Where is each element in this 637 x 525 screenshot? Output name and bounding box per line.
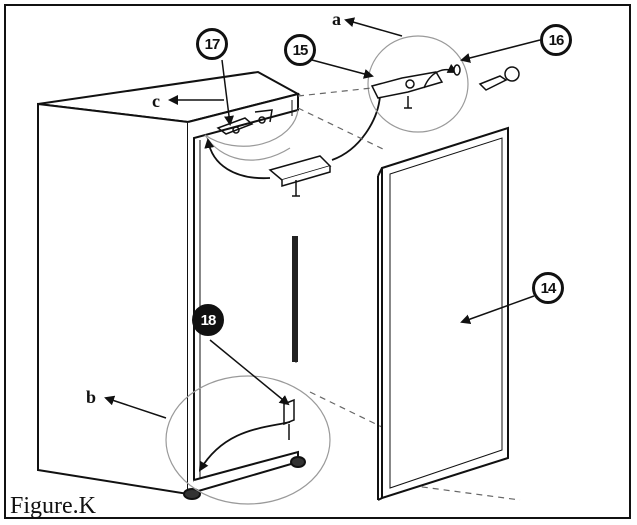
left-foot bbox=[183, 488, 201, 500]
hinge-15-part bbox=[370, 71, 444, 109]
figure-frame bbox=[4, 4, 631, 519]
figure-caption: Figure.K bbox=[10, 493, 96, 519]
label-c: c bbox=[152, 91, 160, 111]
label-a: a bbox=[332, 9, 341, 29]
curve-arrow-15 bbox=[331, 95, 381, 161]
callout-15: 15 bbox=[284, 34, 316, 66]
callout-14: 14 bbox=[532, 272, 564, 304]
leader-17 bbox=[221, 59, 234, 126]
cabinet bbox=[37, 70, 306, 500]
guide-lines bbox=[295, 87, 521, 501]
leader-18 bbox=[209, 339, 290, 406]
callout-17: 17 bbox=[196, 28, 228, 60]
arrow-b bbox=[104, 395, 167, 419]
curve-arrow-bottom bbox=[198, 421, 291, 472]
callout-18: 18 bbox=[192, 304, 224, 336]
hinge-detail-circle bbox=[367, 35, 469, 133]
removed-hinge bbox=[268, 155, 332, 197]
rotate-arrow-16 bbox=[423, 63, 458, 89]
bottom-hinge-parts bbox=[283, 398, 295, 440]
label-b: b bbox=[86, 387, 97, 407]
callout-16: 16 bbox=[540, 24, 572, 56]
screw-16 bbox=[453, 64, 520, 91]
curve-arrow-17 bbox=[204, 138, 271, 179]
right-foot bbox=[290, 456, 306, 468]
leader-14 bbox=[460, 295, 535, 324]
cabinet-bottom bbox=[187, 450, 299, 495]
leader-15 bbox=[311, 59, 374, 79]
door bbox=[377, 126, 509, 501]
hinge-pin-rod bbox=[292, 236, 298, 362]
arrow-a bbox=[344, 17, 403, 37]
top-hinge-parts bbox=[216, 109, 273, 135]
cabinet-side bbox=[37, 102, 189, 496]
bottom-hinge-detail-circle bbox=[165, 375, 331, 505]
leader-16 bbox=[460, 39, 541, 63]
